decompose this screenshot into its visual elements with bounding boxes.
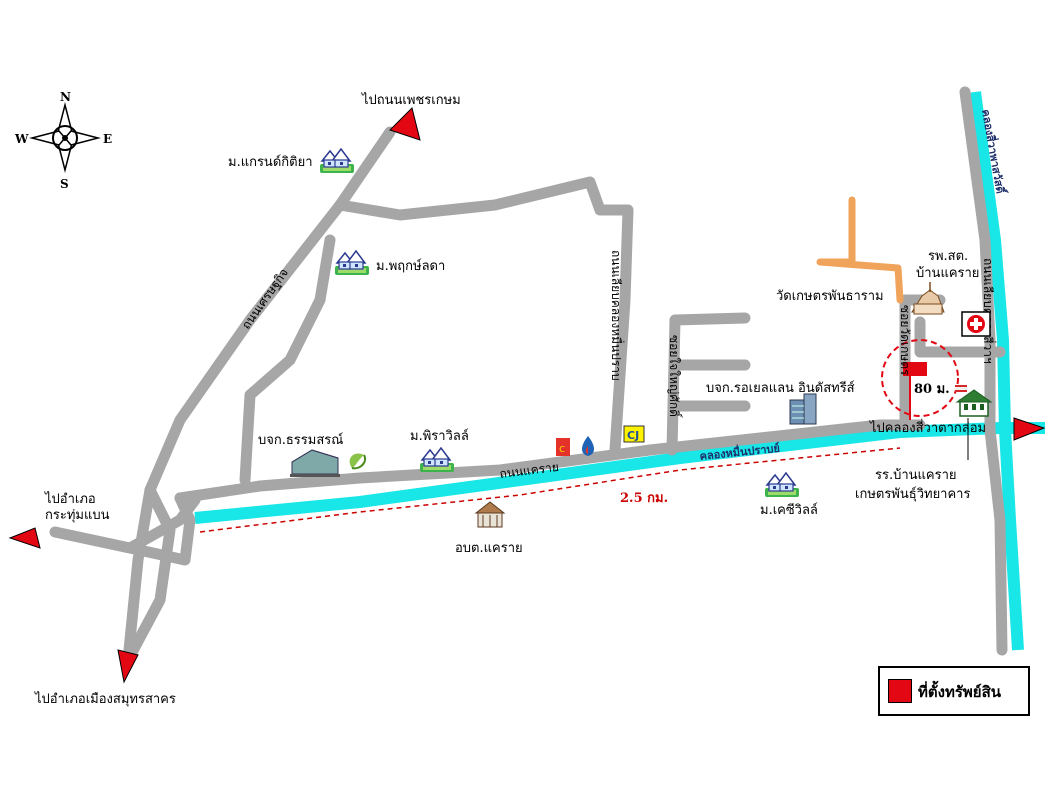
radius-circle: [881, 339, 959, 417]
gas-station-icon: c CJ: [556, 425, 645, 456]
label-krathum: ไปอำเภอกระทุ่มแบน: [44, 491, 110, 523]
landmark-royal-land: บจก.รอเยลแลน อินดัสทรีส์: [706, 380, 855, 396]
legend-property-label: ที่ตั้งทรัพย์สิน: [918, 683, 1001, 701]
village-icon: [764, 472, 800, 498]
road-loop-north: [334, 176, 634, 456]
road-soi-yai: [666, 312, 751, 456]
village-icon: [319, 148, 355, 174]
school-icon[interactable]: [955, 385, 993, 417]
compass-s: S: [60, 177, 69, 191]
label-phetkasem: ไปถนนเพชรเกษม: [361, 92, 461, 108]
arrow-samut[interactable]: [117, 649, 139, 684]
landmark-phiravill: ม.พิราวิลล์: [410, 428, 469, 444]
landmark-thammasorn: บจก.ธรรมสรณ์: [258, 432, 343, 448]
gas-station-icon: [349, 453, 366, 470]
landmark-school-2: เกษตรพันธุ์วิทยาคาร: [855, 486, 970, 502]
temple-icon: [911, 282, 945, 315]
road-orange: [816, 196, 904, 304]
landmark-kc-ville: ม.เคซีวิลล์: [760, 502, 818, 518]
label-khlong-si-wa: ไปคลองสี่วาตากล่อม: [869, 419, 986, 436]
landmark-hospital-1: รพ.สต.: [928, 249, 968, 264]
road-pruek: [239, 234, 336, 486]
canal-si-wa: [969, 91, 1024, 651]
road-samut: [122, 484, 176, 666]
arrow-phetkasem[interactable]: [389, 107, 421, 141]
landmark-wat: วัดเกษตรพันธาราม: [776, 289, 884, 304]
road-label-khlong-si-wa: ถนนเลียบคลองสี่วาฯ: [981, 258, 997, 364]
road-label-soi-yai: ซอยใจใหญ่ศักดิ์: [667, 335, 683, 419]
hospital-icon[interactable]: [961, 311, 991, 337]
compass-e: E: [103, 132, 112, 146]
landmark-pruek-lada: ม.พฤกษ์ลดา: [376, 258, 445, 274]
village-icon: [334, 250, 370, 276]
village-icon: [419, 447, 455, 473]
svg-text:c: c: [559, 442, 565, 455]
legend: ที่ตั้งทรัพย์สิน: [878, 666, 1030, 716]
compass-w: W: [14, 132, 29, 146]
property-marker[interactable]: [903, 362, 927, 376]
landmark-grand-kitiya: ม.แกรนด์กิติยา: [228, 154, 313, 170]
road-label-setthakit: ถนนเศรษฐกิจ: [239, 266, 291, 332]
government-office-icon: [474, 501, 506, 528]
road-krathum: [49, 492, 201, 566]
distance-label: 2.5 กม.: [620, 491, 668, 506]
label-samut: ไปอำเภอเมืองสมุทรสาคร: [34, 691, 176, 707]
svg-text:CJ: CJ: [627, 429, 639, 442]
radius-label: 80 ม.: [914, 382, 950, 397]
factory-icon: [290, 449, 340, 477]
landmark-hospital-2: บ้านแคราย: [916, 266, 979, 281]
road-krai: [174, 419, 926, 504]
road-label-sai-khlong: ถนนเลียบคลองหมื่นปราบ: [609, 250, 625, 381]
landmark-obt: อบต.แคราย: [455, 541, 523, 556]
road-network: [49, 86, 1008, 666]
landmark-school-1: รร.บ้านแคราย: [875, 468, 957, 483]
road-khlong-si-wa: [959, 86, 1008, 656]
arrow-krathum[interactable]: [8, 527, 41, 549]
road-label-wat: ซอยวัดเกษตร: [898, 305, 912, 376]
compass-n: N: [60, 90, 71, 104]
compass-rose-icon: [29, 102, 101, 173]
arrow-khlong-si-wa[interactable]: [1013, 417, 1046, 441]
legend-property-swatch: [888, 679, 912, 703]
building-icon: [789, 393, 817, 425]
